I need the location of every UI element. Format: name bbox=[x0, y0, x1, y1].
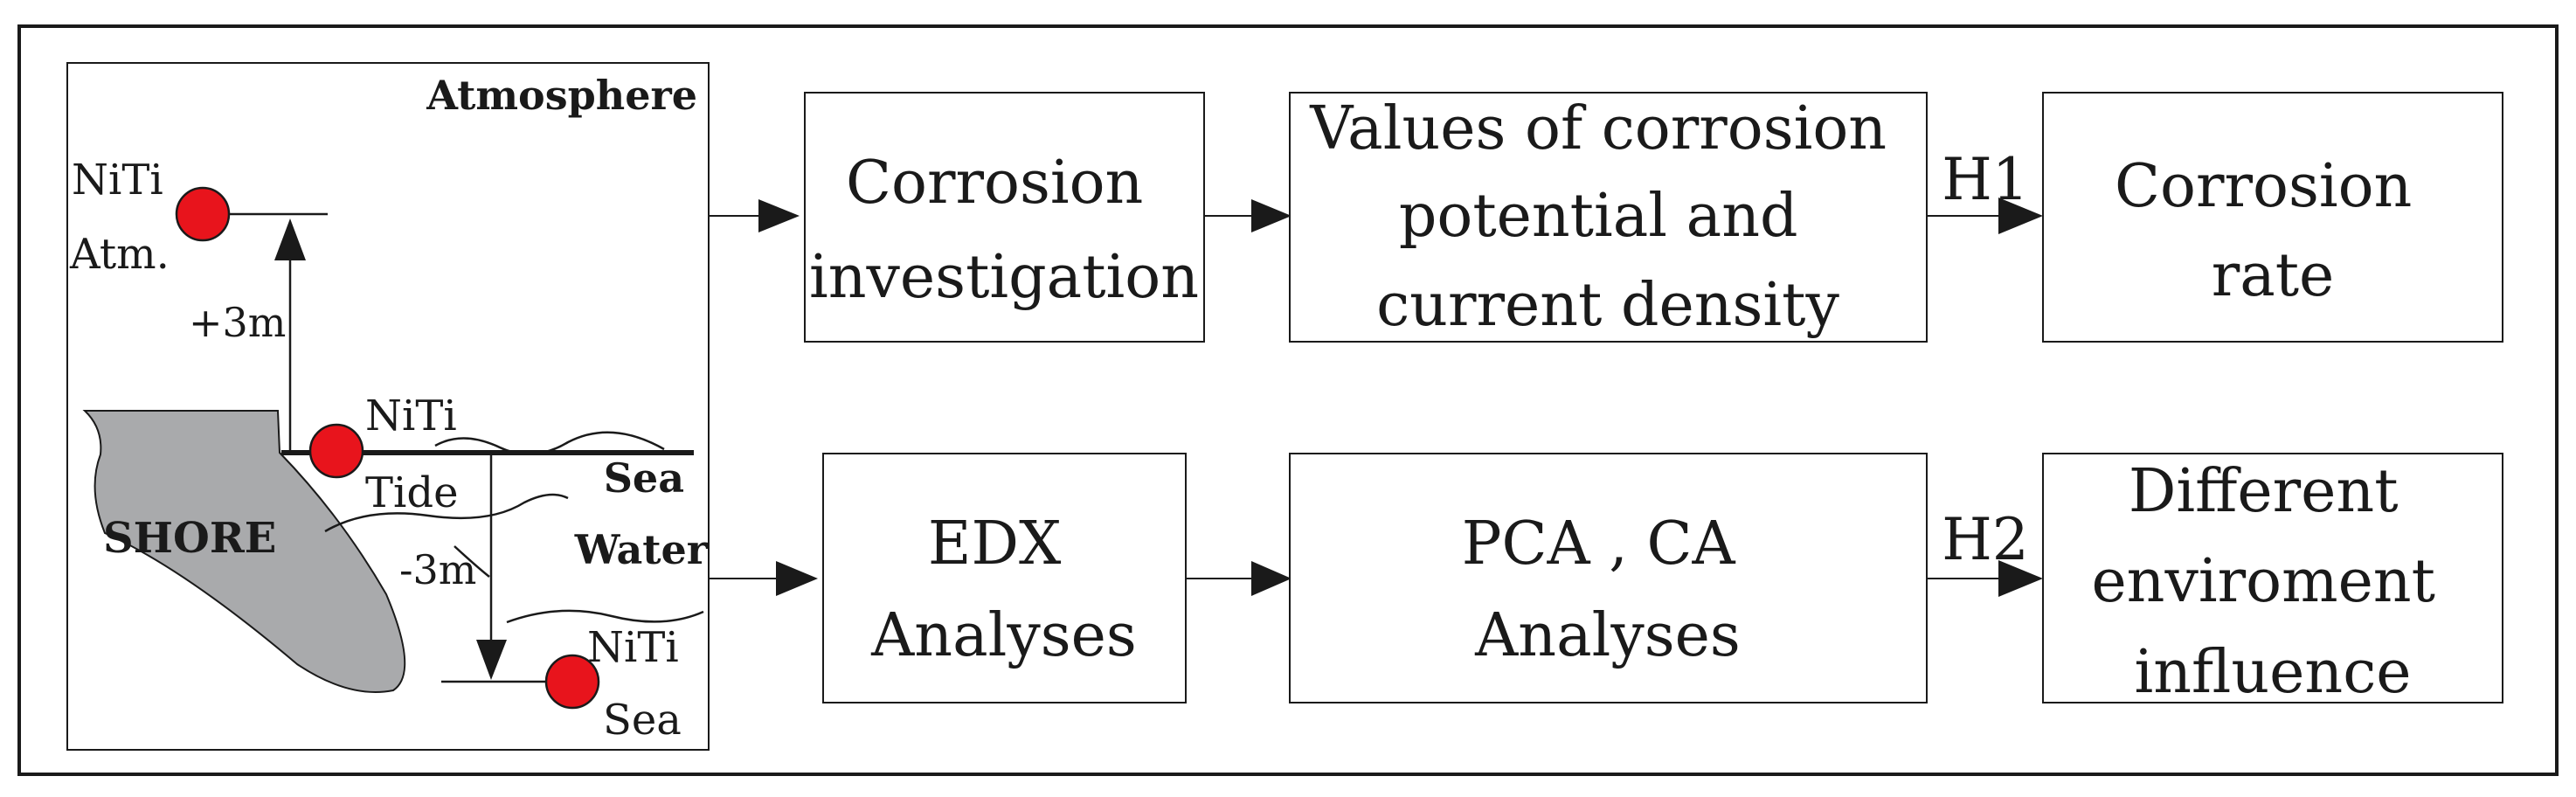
outer-frame bbox=[17, 24, 2559, 776]
corrosion-investigation-line-2: investigation bbox=[809, 243, 1199, 312]
box-values-potential-current bbox=[1289, 92, 1928, 343]
values-line-2: potential and bbox=[1399, 182, 1798, 251]
box-corrosion-investigation bbox=[804, 92, 1205, 343]
arrowhead-pca-to-influence bbox=[1998, 560, 2043, 597]
minus-3m-label: -3m bbox=[399, 546, 476, 593]
pca-line-2: Analyses bbox=[1474, 601, 1741, 670]
niti-atm-label: NiTi bbox=[72, 156, 163, 204]
wave-2 bbox=[324, 493, 569, 533]
niti-tide-label: NiTi bbox=[365, 392, 457, 440]
edx-line-1: EDX bbox=[928, 509, 1062, 579]
pca-line-1: PCA , CA bbox=[1462, 509, 1736, 579]
arrowhead-edx-to-pca bbox=[1251, 561, 1291, 596]
wave-4 bbox=[506, 609, 704, 624]
corrosion-rate-line-1: Corrosion bbox=[2115, 152, 2412, 221]
specimen-sea-marker bbox=[544, 654, 600, 710]
flow-row-1: Corrosion investigation Values of corros… bbox=[710, 92, 2503, 343]
shore-shape bbox=[82, 410, 406, 693]
text-corrosion-rate: Corrosion rate bbox=[2115, 152, 2431, 310]
sea-label: Sea bbox=[604, 454, 684, 502]
wave-1 bbox=[434, 431, 665, 455]
edx-line-2: Analyses bbox=[870, 601, 1137, 670]
text-different-environment-influence: Different enviroment influence bbox=[2091, 457, 2454, 707]
atmosphere-label: Atmosphere bbox=[426, 72, 697, 119]
corrosion-investigation-line-1: Corrosion bbox=[846, 149, 1143, 218]
corrosion-rate-line-2: rate bbox=[2212, 241, 2335, 310]
text-corrosion-investigation: Corrosion investigation bbox=[809, 149, 1199, 312]
arrowhead-scene-to-edx bbox=[776, 561, 818, 596]
arrowhead-scene-to-corrosion-investigation bbox=[758, 199, 800, 232]
values-line-1: Values of corrosion bbox=[1309, 94, 1887, 163]
minus3m-arrowhead bbox=[476, 640, 507, 680]
specimen-tide-marker bbox=[308, 423, 364, 479]
scene-panel: Atmosphere NiTi Atm. +3m NiTi Tide Sea W… bbox=[66, 62, 710, 751]
scene-border bbox=[66, 62, 710, 751]
text-edx-analyses: EDX Analyses bbox=[870, 509, 1137, 670]
arrowhead-investigation-to-values bbox=[1251, 199, 1291, 232]
arrowhead-values-to-rate bbox=[1998, 198, 2043, 234]
box-different-environment-influence bbox=[2042, 453, 2503, 703]
influence-line-3: influence bbox=[2134, 638, 2411, 707]
atm-label: Atm. bbox=[69, 230, 170, 279]
shore-label: SHORE bbox=[103, 514, 276, 563]
specimen-atm-marker bbox=[175, 186, 231, 242]
hypothesis-h1-label: H1 bbox=[1942, 146, 2029, 213]
text-pca-ca-analyses: PCA , CA Analyses bbox=[1462, 509, 1755, 670]
wave-3 bbox=[454, 545, 490, 578]
water-label: Water bbox=[574, 526, 709, 573]
box-edx-analyses bbox=[822, 453, 1187, 703]
niti-sea-label: NiTi bbox=[587, 623, 679, 672]
plus3m-arrowhead bbox=[274, 218, 306, 260]
plus-3m-label: +3m bbox=[189, 299, 286, 346]
influence-line-1: Different bbox=[2129, 457, 2399, 526]
box-pca-ca-analyses bbox=[1289, 453, 1928, 703]
flow-row-2: EDX Analyses PCA , CA Analyses H2 Differ… bbox=[710, 453, 2503, 707]
influence-line-2: enviroment bbox=[2091, 547, 2435, 616]
text-values-potential-current: Values of corrosion potential and curren… bbox=[1309, 94, 1905, 340]
box-corrosion-rate bbox=[2042, 92, 2503, 343]
tide-label: Tide bbox=[365, 468, 459, 517]
sea-specimen-label: Sea bbox=[603, 696, 682, 745]
hypothesis-h2-label: H2 bbox=[1942, 506, 2029, 573]
values-line-3: current density bbox=[1376, 271, 1839, 340]
